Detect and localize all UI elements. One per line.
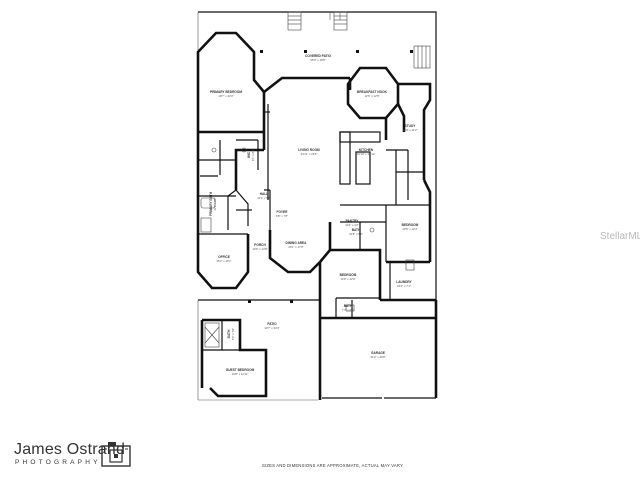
kitchen-walls (339, 82, 432, 205)
watermark: StellarMLS (600, 231, 640, 242)
label-foyer: FOYER (277, 210, 289, 214)
dims-kitchen: 16'10" x 20'11" (357, 152, 375, 156)
label-dining-area: DINING AREA (286, 241, 308, 245)
disclaimer-text: SIZES AND DIMENSIONS ARE APPROXIMATE, AC… (262, 463, 404, 468)
dims-bedroom-2: 14'8" x 12'8" (340, 277, 355, 281)
brand-name: James Ostrand (14, 441, 126, 458)
dims-breakfast-nook: 12'6" x 12'8" (364, 94, 379, 98)
main-house-walls (196, 76, 352, 197)
dims-primary-bedroom: 19'7" x 22'0" (218, 94, 233, 98)
dims-study: 16'8" x 11'2" (402, 128, 417, 132)
office-walls (196, 196, 250, 290)
dims-covered-patio: 55'9" x 18'8" (310, 58, 325, 62)
bath-fixtures (200, 147, 415, 312)
patio-steps (287, 11, 431, 69)
patio-outline (197, 11, 437, 401)
label-laundry: LAUNDRY (396, 280, 412, 284)
label-porch: PORCH (254, 243, 266, 247)
guest-wing-walls (200, 318, 268, 398)
label-primary-bath: PRIMARY BATH (209, 191, 213, 216)
label-living-room: LIVING ROOM (298, 148, 320, 152)
hall-foyer-walls (227, 189, 271, 230)
dims-office: 15'3" x 16'1" (216, 259, 231, 263)
primary-bedroom-walls (196, 31, 265, 134)
dims-hall: 11'1" x 5'8" (257, 196, 271, 200)
label-office: OFFICE (218, 255, 230, 259)
columns (248, 50, 413, 303)
label-breakfast-nook: BREAKFAST NOOK (357, 90, 388, 94)
dims-pantry: 11'6" x 4'2" (345, 223, 359, 227)
dims-bath-2: 7'7" x 6'3" (342, 308, 354, 312)
label-covered-patio: COVERED PATIO (305, 54, 331, 58)
room-labels: COVERED PATIO 55'9" x 18'8" PRIMARY BEDR… (209, 54, 419, 376)
label-pantry: PANTRY (346, 219, 360, 223)
label-bedroom-1: BEDROOM (402, 223, 419, 227)
garage-walls (318, 298, 438, 400)
label-patio: PATIO (267, 322, 277, 326)
label-hall: HALL (260, 192, 269, 196)
label-primary-bedroom: PRIMARY BEDROOM (210, 90, 242, 94)
dims-primary-bath: 11'1" x 8'5" (213, 197, 217, 211)
label-bath-1: BATH (352, 228, 361, 232)
label-bedroom-2: BEDROOM (340, 273, 357, 277)
label-wic: WIC (247, 151, 251, 158)
dims-foyer: 6'8" x 7'8" (276, 214, 288, 218)
dims-bath-3: 5'0" x 7'8" (231, 328, 235, 340)
dims-laundry: 10'0" x 7'1" (397, 284, 411, 288)
dims-guest-bedroom: 16'8" x 11'11" (232, 372, 248, 376)
label-kitchen: KITCHEN (359, 148, 374, 152)
camera-logo-icon (101, 442, 131, 467)
dims-living-room: 23'11" x 24'8" (301, 152, 318, 156)
east-bedroom-walls (340, 179, 432, 262)
dims-bedroom-1: 13'8" x 12'4" (402, 227, 417, 231)
dims-bath-1: 10'8" x 8'0" (349, 232, 363, 236)
label-garage: GARAGE (371, 351, 385, 355)
label-guest-bedroom: GUEST BEDROOM (226, 368, 255, 372)
dims-wic: 9'1" x 8'9" (251, 149, 255, 161)
living-room-walls (264, 104, 270, 200)
dims-patio: 33'7" x 34'3" (264, 326, 279, 330)
label-bath-3: BATH (227, 329, 231, 338)
bedroom2-walls (318, 248, 436, 302)
brand-subtitle: PHOTOGRAPHY (15, 459, 101, 466)
dims-porch: 10'6" x 14'8" (252, 247, 267, 251)
label-study: STUDY (405, 124, 417, 128)
dims-dining-area: 20'1" x 17'8" (288, 245, 303, 249)
label-bath-2: BATH (344, 304, 353, 308)
dims-garage: 31'2" x 29'8" (370, 355, 385, 359)
